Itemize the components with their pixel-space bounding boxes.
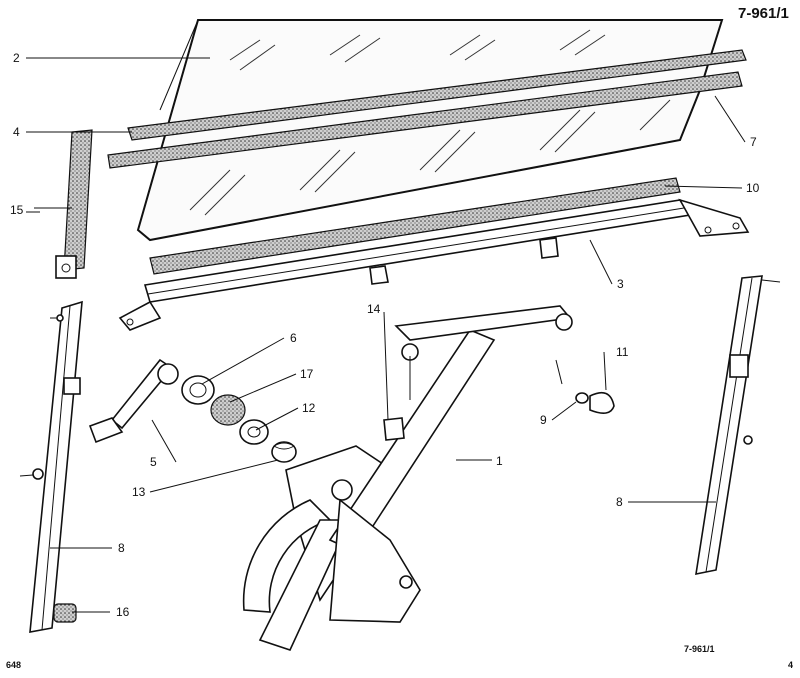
- footer-page-number: 4: [788, 660, 793, 670]
- callout-5: 5: [150, 455, 157, 469]
- callout-6: 6: [290, 331, 297, 345]
- rear-guide-rail-left: [19, 300, 83, 633]
- callout-labels: 1 2 3 4 5 6 7 8 8 9 10 11 12 13 14 15 16…: [10, 51, 760, 619]
- callout-12: 12: [302, 401, 316, 415]
- front-window-guide: [55, 129, 93, 279]
- callout-9: 9: [540, 413, 547, 427]
- lower-channels: [118, 177, 750, 331]
- callout-8-right: 8: [616, 495, 623, 509]
- leader-lines: [26, 57, 746, 613]
- guide-stop-knob: [53, 603, 77, 623]
- callout-2: 2: [13, 51, 20, 65]
- window-crank-handle: [88, 358, 179, 444]
- callout-13: 13: [132, 485, 146, 499]
- callout-14: 14: [367, 302, 381, 316]
- upper-seal-strips: [107, 49, 747, 169]
- callout-7: 7: [750, 135, 757, 149]
- callout-3: 3: [617, 277, 624, 291]
- callout-17: 17: [300, 367, 314, 381]
- crank-washers-and-spring: [181, 375, 297, 463]
- callout-10: 10: [746, 181, 760, 195]
- window-regulator-mechanism: [242, 305, 615, 651]
- callout-11: 11: [616, 345, 629, 359]
- drawing-number: 7-961/1: [738, 5, 789, 22]
- footer-center-code: 7-961/1: [684, 644, 715, 654]
- footer-left-code: 648: [6, 660, 21, 670]
- rear-guide-rail-right: [695, 275, 781, 576]
- callout-4: 4: [13, 125, 20, 139]
- callout-8-left: 8: [118, 541, 125, 555]
- callout-16: 16: [116, 605, 130, 619]
- callout-1: 1: [496, 454, 503, 468]
- callout-15: 15: [10, 203, 24, 217]
